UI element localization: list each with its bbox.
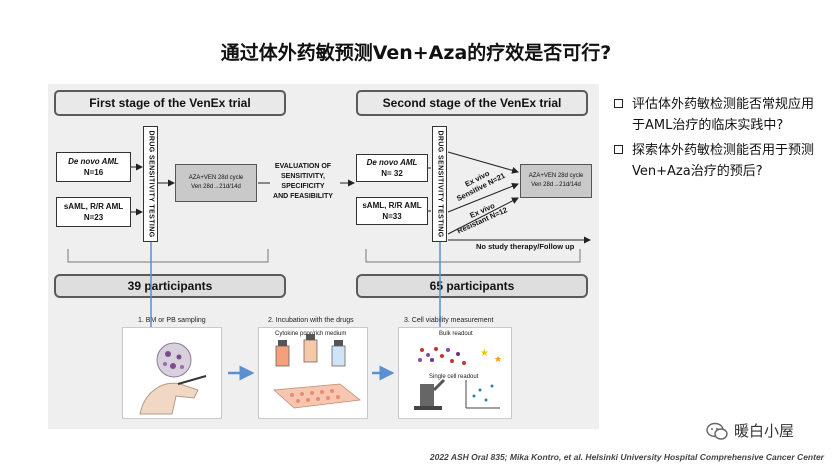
incubation-pictogram [273, 334, 361, 409]
brand-watermark: 暖白小屋 [706, 420, 794, 441]
stage1-denovo-box: De novo AML N=16 [56, 152, 131, 182]
stage2-treatment-line2: Ven 28d→21d/14d [531, 182, 581, 188]
footer-citation: 2022 ASH Oral 835; Mika Kontro, et al. H… [429, 452, 824, 462]
bullet-box-icon [614, 145, 623, 154]
evaluation-line: SPECIFICITY [281, 183, 325, 190]
stage1-dst-bar: DRUG SENSITIVITY TESTING [143, 126, 158, 242]
measurement-pictogram: ★ ★ [414, 347, 502, 410]
bullet-list: 评估体外药敏检测能否常规应用于AML治疗的临床实践中? 探索体外药敏检测能否用于… [614, 94, 824, 186]
brand-name: 暖白小屋 [734, 422, 795, 440]
stage1-treatment-line2: Ven 28d→21d/14d [191, 184, 241, 190]
stage1-title: First stage of the VenEx trial [54, 90, 286, 116]
evaluation-text: EVALUATION OF SENSITIVITY, SPECIFICITY A… [266, 162, 340, 202]
svg-text:★: ★ [480, 348, 489, 359]
slide-title: 通过体外药敏预测Ven+Aza的疗效是否可行? [220, 42, 612, 64]
stage2-saml-label: sAML, R/R AML [362, 201, 422, 210]
stage2-treatment-line1: AZA+VEN 28d cycle [528, 173, 584, 179]
stage2-denovo-label: De novo AML [366, 158, 418, 167]
evaluation-line: SENSITIVITY, [281, 173, 325, 180]
step1-label: 1. BM or PB sampling [138, 317, 206, 324]
stage2-arrows [428, 151, 591, 244]
measurement-illustration: Bulk readout Single cell readout [398, 327, 512, 419]
single-cell-readout-label: Single cell readout [429, 374, 479, 380]
sampling-pictogram [139, 342, 207, 415]
stage1-treatment-line1: AZA+VEN 28d cycle [188, 175, 244, 181]
diagram-connectors: ★ ★ [67, 151, 591, 415]
evaluation-line: AND FEASIBILITY [273, 193, 333, 200]
svg-text:★: ★ [494, 355, 502, 365]
bullet-text: 评估体外药敏检测能否常规应用于AML治疗的临床实践中? [632, 97, 815, 133]
diagram-panel: First stage of the VenEx trial Second st… [48, 84, 599, 429]
bullet-item: 探索体外药敏检测能否用于预测Ven+Aza治疗的预后? [614, 140, 824, 182]
evaluation-line: EVALUATION OF [274, 163, 332, 170]
wechat-icon [706, 422, 728, 440]
stage1-participants: 39 participants [54, 274, 286, 298]
stage2-dst-bar: DRUG SENSITIVITY TESTING [432, 126, 447, 242]
stage1-saml-box: sAML, R/R AML N=23 [56, 197, 131, 227]
dst-link-lines [150, 242, 441, 327]
stage1-saml-label: sAML, R/R AML [63, 202, 124, 211]
stage2-title: Second stage of the VenEx trial [356, 90, 588, 116]
stage1-saml-n: N=23 [83, 213, 104, 222]
no-therapy-label: No study therapy/Follow up [476, 242, 575, 251]
stage1-denovo-label: De novo AML [68, 157, 119, 166]
stage2-treatment-box: AZA+VEN 28d cycle Ven 28d→21d/14d [520, 164, 592, 198]
step3-label: 3. Cell viability measurement [404, 317, 494, 324]
stage2-saml-box: sAML, R/R AML N=33 [356, 197, 428, 225]
stage1-arrows [131, 163, 355, 216]
stage2-denovo-n: N= 32 [381, 169, 403, 178]
stage1-denovo-n: N=16 [83, 168, 104, 177]
bullet-item: 评估体外药敏检测能否常规应用于AML治疗的临床实践中? [614, 94, 824, 136]
stage2-denovo-box: De novo AML N= 32 [356, 154, 428, 182]
step2-label: 2. Incubation with the drugs [268, 317, 354, 324]
stage2-participants: 65 participants [356, 274, 588, 298]
bullet-text: 探索体外药敏检测能否用于预测Ven+Aza治疗的预后? [632, 143, 815, 179]
stage2-saml-n: N=33 [382, 212, 402, 221]
bullet-box-icon [614, 99, 623, 108]
stage1-treatment-box: AZA+VEN 28d cycle Ven 28d→21d/14d [175, 164, 257, 202]
bulk-readout-label: Bulk readout [439, 331, 473, 337]
participant-brackets [67, 249, 581, 263]
